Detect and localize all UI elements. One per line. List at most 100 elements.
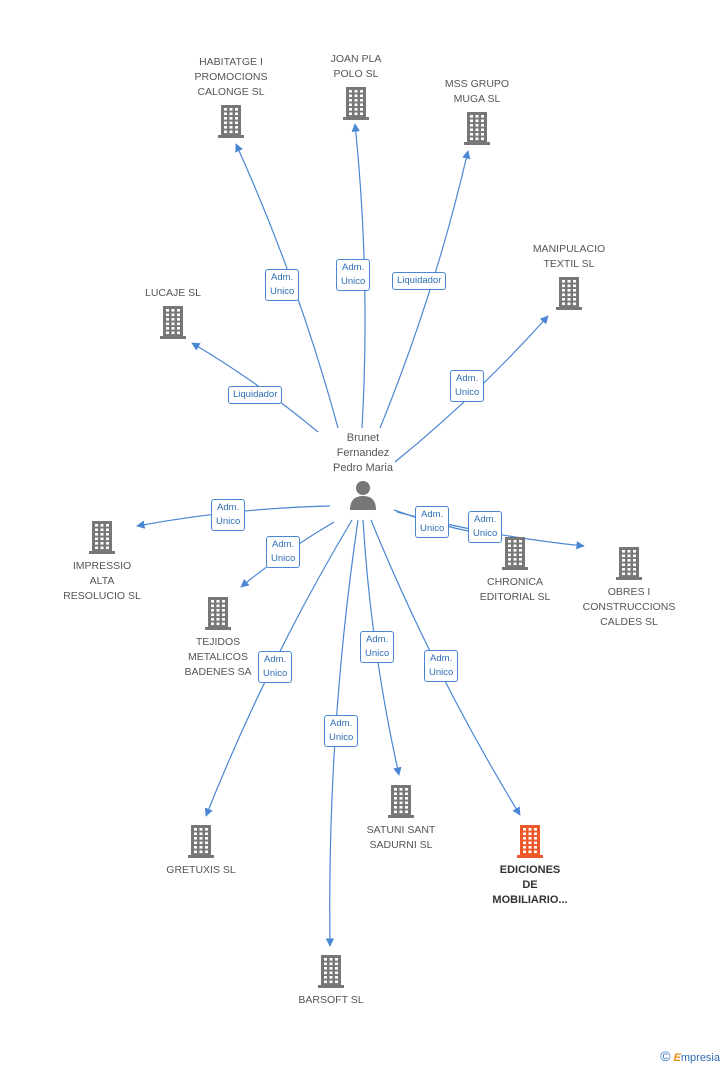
role-badge-mss[interactable]: Liquidador <box>392 272 447 290</box>
role-badge-chronica[interactable]: Adm. Unico <box>415 506 450 538</box>
company-node-joanpla[interactable]: JOAN PLA POLO SL <box>296 52 416 120</box>
company-label-line: MANIPULACIO <box>532 243 606 255</box>
company-label-line: SATUNI SANT <box>366 824 436 836</box>
role-label-line: Unico <box>365 648 390 659</box>
role-label-line: Unico <box>216 516 241 527</box>
role-label-line: Unico <box>329 732 354 743</box>
copyright-symbol: © <box>660 1048 671 1064</box>
person-name-line-2: Fernandez <box>336 447 390 459</box>
company-label-line: POLO SL <box>333 68 379 80</box>
building-icon <box>517 825 543 858</box>
role-label-line: Unico <box>270 286 295 297</box>
company-label-line: GRETUXIS SL <box>166 864 236 876</box>
company-label-line: TEJIDOS <box>195 636 241 648</box>
company-label-line: CONSTRUCCIONS <box>582 601 676 613</box>
company-label-line: CALDES SL <box>600 616 658 628</box>
company-node-satuni[interactable]: SATUNI SANT SADURNI SL <box>341 784 461 853</box>
role-label-line: Unico <box>263 668 288 679</box>
company-label-line: EDICIONES <box>499 864 561 876</box>
company-label-line: CALONGE SL <box>197 86 265 98</box>
role-badge-impressio[interactable]: Adm. Unico <box>211 499 246 531</box>
company-node-manipulacio[interactable]: MANIPULACIO TEXTIL SL <box>509 242 629 310</box>
person-name-line-1: Brunet <box>346 432 380 444</box>
building-icon <box>343 87 369 120</box>
role-badge-obres[interactable]: Adm.Unico <box>468 511 503 543</box>
company-node-mss[interactable]: MSS GRUPO MUGA SL <box>417 77 537 145</box>
company-label-line: CHRONICA <box>486 576 543 588</box>
company-label-line: METALICOS <box>188 651 248 663</box>
role-label-line: Adm. <box>421 509 444 520</box>
company-label-line: PROMOCIONS <box>194 71 268 83</box>
role-badge-ediciones[interactable]: Adm. Unico <box>424 650 459 682</box>
company-node-habitatge[interactable]: HABITATGE I PROMOCIONS CALONGE SL <box>171 55 291 138</box>
building-icon <box>502 537 528 570</box>
relation-edge-mss <box>379 150 471 429</box>
company-label-line: RESOLUCIO SL <box>63 590 141 602</box>
role-label-line: Unico <box>341 276 366 287</box>
role-label-line: Adm. <box>264 654 287 665</box>
building-icon <box>464 112 490 145</box>
role-label-line: Unico <box>455 387 480 398</box>
role-badge-tejidos[interactable]: Adm. Unico <box>266 536 301 568</box>
building-icon <box>218 105 244 138</box>
brand-initial: E <box>673 1052 681 1064</box>
company-label-line: ALTA <box>89 575 115 587</box>
role-badge-manipulacio[interactable]: Adm. Unico <box>450 370 485 402</box>
role-label-line: Adm. <box>342 262 365 273</box>
company-node-tejidos[interactable]: TEJIDOS METALICOS BADENES SA <box>158 596 278 680</box>
role-label-line: Adm. <box>474 514 497 525</box>
role-label-line: Unico <box>271 553 296 564</box>
role-badge-lucaje[interactable]: Liquidador <box>228 386 283 404</box>
company-label-line: JOAN PLA <box>330 53 382 65</box>
building-icon <box>388 785 414 818</box>
brand-footer: ©Empresia <box>660 1048 720 1064</box>
company-node-gretuxis[interactable]: GRETUXIS SL <box>141 824 261 878</box>
role-label-line: Liquidador <box>397 275 442 286</box>
company-label-line: IMPRESSIO <box>72 560 132 572</box>
relation-edge-lucaje <box>191 342 319 433</box>
company-node-impressio[interactable]: IMPRESSIO ALTA RESOLUCIO SL <box>42 520 162 604</box>
company-label-line: MSS GRUPO <box>444 78 510 90</box>
person-name-line-3: Pedro Maria <box>333 462 393 474</box>
person-icon <box>350 481 376 510</box>
building-icon <box>318 955 344 988</box>
company-label-line: BARSOFT SL <box>298 994 364 1006</box>
company-label-line: OBRES I <box>607 586 651 598</box>
role-label-line: Unico <box>429 667 454 678</box>
role-label-line: Adm. <box>430 653 453 664</box>
role-badge-habitatge[interactable]: Adm. Unico <box>265 269 300 301</box>
role-badge-satuni[interactable]: Adm. Unico <box>360 631 395 663</box>
brand-name: mpresia <box>680 1052 720 1064</box>
company-label-line: DE <box>522 879 538 891</box>
role-label-line: Liquidador <box>233 389 278 400</box>
company-label-line: MOBILIARIO... <box>492 894 568 906</box>
company-label-line: HABITATGE I <box>199 56 263 68</box>
role-label-line: Adm. <box>272 539 295 550</box>
company-node-chronica[interactable]: CHRONICA EDITORIAL SL <box>455 536 575 605</box>
building-icon <box>556 277 582 310</box>
company-label-line: BADENES SA <box>184 666 252 678</box>
building-icon <box>89 521 115 554</box>
building-icon <box>205 597 231 630</box>
role-badge-joanpla[interactable]: Adm. Unico <box>336 259 371 291</box>
company-node-obres[interactable]: OBRES I CONSTRUCCIONS CALDES SL <box>569 546 689 630</box>
role-label-line: Adm. <box>271 272 294 283</box>
company-label-line: EDITORIAL SL <box>479 591 551 603</box>
role-label-line: Adm. <box>330 718 353 729</box>
role-badge-barsoft[interactable]: Adm. Unico <box>324 715 359 747</box>
company-node-barsoft[interactable]: BARSOFT SL <box>271 954 391 1008</box>
role-label-line: Adm. <box>217 502 240 513</box>
person-node[interactable]: Brunet Fernandez Pedro Maria <box>303 431 423 511</box>
company-node-ediciones[interactable]: EDICIONES DE MOBILIARIO... <box>470 824 590 908</box>
role-label-line: Adm. <box>366 634 389 645</box>
building-icon <box>188 825 214 858</box>
company-label-line: MUGA SL <box>453 93 501 105</box>
role-label-line: Unico <box>420 523 445 534</box>
building-icon <box>616 547 642 580</box>
company-label-line: SADURNI SL <box>369 839 433 851</box>
company-node-lucaje[interactable]: LUCAJE SL <box>113 286 233 339</box>
company-label-line: TEXTIL SL <box>543 258 595 270</box>
role-badge-gretuxis[interactable]: Adm. Unico <box>258 651 293 683</box>
role-label-line: Adm. <box>456 373 479 384</box>
building-icon <box>160 306 186 339</box>
